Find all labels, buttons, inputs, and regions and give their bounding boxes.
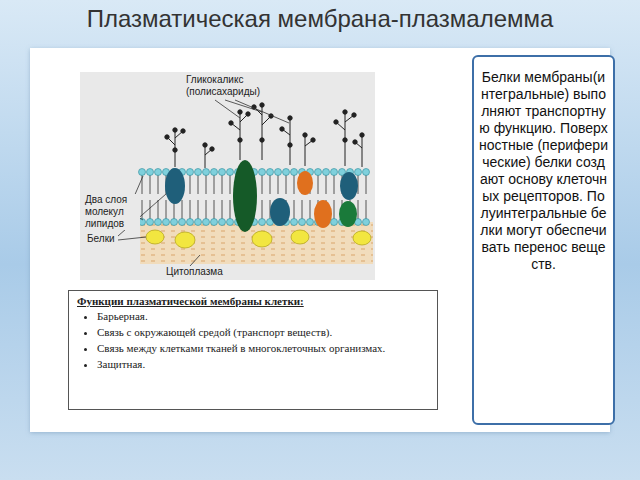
list-item: Защитная. — [97, 358, 429, 370]
part-label: Цитоплазма — [165, 266, 224, 278]
function-list: Барьерная. Связь с окружающей средой (тра… — [77, 310, 429, 370]
cytoplasm — [140, 222, 373, 264]
part-label: Гликокаликс (полисахариды) — [185, 74, 287, 98]
list-item: Связь между клетками тканей в многоклето… — [97, 342, 429, 354]
info-box: Белки мембраны(интегральные) выполняют т… — [472, 55, 615, 425]
image-ground — [80, 72, 375, 280]
peripheral-proteins — [146, 230, 371, 248]
part-label: Белки — [86, 233, 116, 245]
list-item: Барьерная. — [97, 310, 429, 322]
list-item: Связь с окружающей средой (транспорт вещ… — [97, 326, 429, 338]
note-text: Белки мембраны(интегральные) выполняют т… — [479, 69, 608, 273]
box-heading: Функции плазматической мембраны клетки: — [77, 295, 429, 307]
functions-box: Функции плазматической мембраны клетки: Б… — [68, 290, 438, 410]
integral-proteins — [165, 160, 358, 232]
slide-title: Плазматическая мембрана-плазмалемма — [0, 4, 640, 34]
part-label: Два слоя молекул липидов — [84, 194, 140, 230]
leader-lines — [118, 100, 289, 266]
